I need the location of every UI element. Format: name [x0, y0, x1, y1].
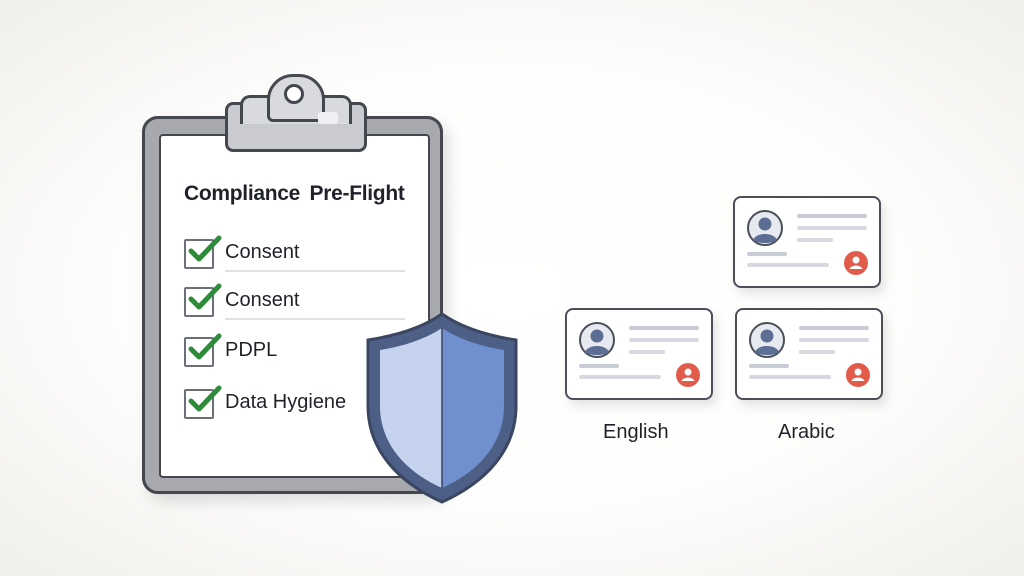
user-avatar-icon	[579, 322, 615, 358]
card-text-line	[629, 326, 699, 330]
checklist-underline	[225, 318, 405, 320]
checklist-item-label: Data Hygiene	[225, 391, 347, 413]
card-text-line	[749, 364, 789, 368]
user-badge-icon	[844, 251, 868, 275]
card-text-line	[797, 226, 867, 230]
check-icon	[188, 283, 222, 310]
checkbox[interactable]	[184, 385, 222, 419]
card-text-line	[629, 350, 665, 354]
checklist-item-pdpl: PDPL	[184, 333, 406, 370]
clipboard-clip-shine	[318, 112, 338, 124]
check-icon	[188, 235, 222, 262]
checkbox[interactable]	[184, 333, 222, 367]
card-text-line	[629, 338, 699, 342]
contact-card-arabic[interactable]	[735, 308, 883, 400]
checklist-item-consent-2: Consent	[184, 283, 406, 320]
check-icon	[188, 385, 222, 412]
checklist-title: Compliance Pre-Flight	[184, 182, 405, 205]
card-text-line	[579, 375, 661, 379]
card-text-line	[747, 263, 829, 267]
clipboard-clip-hole	[284, 84, 304, 104]
checklist-item-label: PDPL	[225, 339, 278, 361]
shield-icon	[366, 312, 518, 504]
checklist-underline	[225, 270, 405, 272]
checklist-item-consent-1: Consent	[184, 235, 406, 272]
card-text-line	[799, 350, 835, 354]
language-label-english: English	[603, 421, 669, 443]
card-text-line	[747, 252, 787, 256]
checkbox[interactable]	[184, 283, 222, 317]
card-text-line	[799, 338, 869, 342]
card-text-line	[797, 214, 867, 218]
check-icon	[188, 333, 222, 360]
card-text-line	[749, 375, 831, 379]
language-label-arabic: Arabic	[778, 421, 835, 443]
checklist-item-label: Consent	[225, 241, 300, 263]
checklist-item-data-hygiene: Data Hygiene	[184, 385, 406, 422]
user-avatar-icon	[747, 210, 783, 246]
user-badge-icon	[676, 363, 700, 387]
card-text-line	[579, 364, 619, 368]
card-text-line	[797, 238, 833, 242]
contact-card[interactable]	[733, 196, 881, 288]
card-text-line	[799, 326, 869, 330]
user-badge-icon	[846, 363, 870, 387]
checklist-item-label: Consent	[225, 289, 300, 311]
user-avatar-icon	[749, 322, 785, 358]
checkbox[interactable]	[184, 235, 222, 269]
contact-card-english[interactable]	[565, 308, 713, 400]
